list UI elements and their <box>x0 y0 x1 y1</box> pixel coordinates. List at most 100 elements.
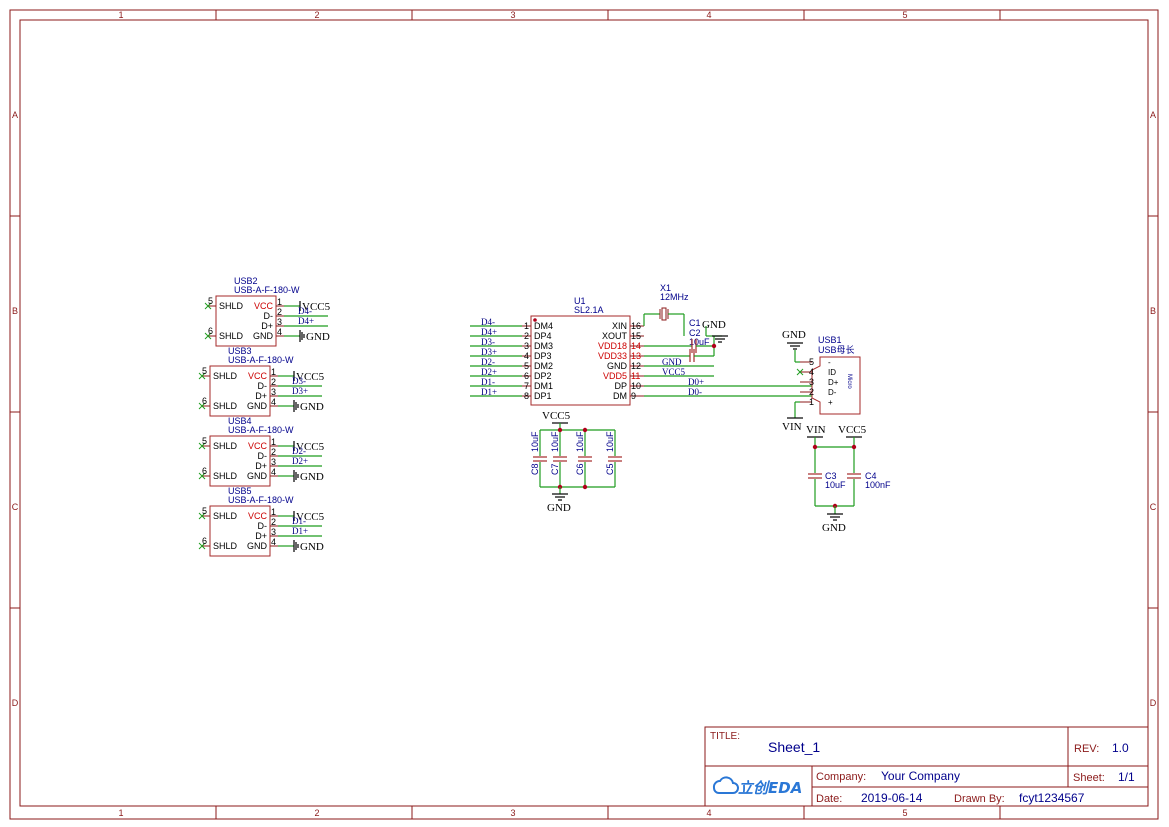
pin-name: XOUT <box>602 331 628 341</box>
pin-name: VDD33 <box>598 351 627 361</box>
usb-ref: USB4 <box>228 416 252 426</box>
logo-text: 立创EDA <box>738 779 802 797</box>
c4-ref: C4 <box>865 471 877 481</box>
sheet-title: Sheet_1 <box>768 739 820 755</box>
usb1-micro-label: Micro <box>846 374 852 389</box>
col-label-top-5: 5 <box>902 10 907 20</box>
pin-name: XIN <box>612 321 627 331</box>
c1-ref: C1 <box>689 318 701 328</box>
pin-name: DM3 <box>534 341 553 351</box>
usb-pin-num: 4 <box>271 397 276 407</box>
usb-pin-num: 3 <box>277 317 282 327</box>
usb-pin-name: D- <box>264 311 274 321</box>
crystal-x1[interactable]: X1 12MHz <box>643 283 689 336</box>
cap-value: 10uF <box>550 431 560 452</box>
pin-num: 3 <box>809 377 814 387</box>
input-caps-c3-c4[interactable]: C3 10uF C4 100nF <box>825 471 891 490</box>
usb-pin-num: 6 <box>208 326 213 336</box>
col-label-bottom-2: 2 <box>314 808 319 818</box>
vcc5-label-c4: VCC5 <box>838 424 867 436</box>
usb-pin-num: 2 <box>277 307 282 317</box>
col-label-top-1: 1 <box>118 10 123 20</box>
c3-value: 10uF <box>825 480 846 490</box>
usb-part: USB-A-F-180-W <box>228 495 294 505</box>
usb-dp-net: D3+ <box>292 386 308 396</box>
gnd-label: GND <box>306 331 330 343</box>
u1-hub-chip[interactable]: U1 SL2.1A <box>530 296 631 406</box>
gnd-label-capbank: GND <box>547 502 571 514</box>
vin-label-c3: VIN <box>806 424 826 436</box>
usb-pin-name: SHLD <box>213 541 238 551</box>
u1-part: SL2.1A <box>574 305 604 315</box>
usb-body <box>209 505 271 557</box>
usb1-pin-5[interactable]: 5- <box>800 357 831 367</box>
row-label-left-b: B <box>12 306 18 316</box>
usb-dp-net: D1+ <box>292 526 308 536</box>
usb-pin-num: 2 <box>271 377 276 387</box>
vcc5-label: VCC5 <box>296 511 325 523</box>
gnd-label: GND <box>300 541 324 553</box>
pin-num: 9 <box>631 391 636 401</box>
pin-num: 4 <box>809 367 814 377</box>
x1-value: 12MHz <box>660 292 689 302</box>
usb-pin-name: SHLD <box>219 301 244 311</box>
row-label-left-c: C <box>12 502 19 512</box>
vcc5-label: VCC5 <box>296 371 325 383</box>
row-label-right-a: A <box>1150 110 1156 120</box>
row-label-left-d: D <box>12 698 19 708</box>
usb-dp-net: D2+ <box>292 456 308 466</box>
gnd-label-usb1: GND <box>782 329 806 341</box>
pin-name: VDD5 <box>603 371 627 381</box>
pin-num: 15 <box>631 331 641 341</box>
caps-c1-c2[interactable]: C1 C2 10uF GND <box>644 318 728 362</box>
usb1-pin-1[interactable]: 1+ <box>800 397 833 407</box>
usb-pin-num: 5 <box>202 366 207 376</box>
pin-num: 1 <box>524 321 529 331</box>
net-label: D2- <box>481 357 495 367</box>
usb1-pin-4[interactable]: 4 ID <box>800 367 836 377</box>
usb-dm-net: D4- <box>298 306 312 316</box>
gnd-label-crystal: GND <box>702 319 726 331</box>
usb-pin-name: SHLD <box>213 441 238 451</box>
title-label: TITLE: <box>710 731 740 742</box>
usb-pin-name: GND <box>247 471 268 481</box>
pin-name: - <box>828 358 831 367</box>
drawn-by-label: Drawn By: <box>954 793 1005 805</box>
usb-ref: USB5 <box>228 486 252 496</box>
col-label-top-2: 2 <box>314 10 319 20</box>
usb1-micro-connector[interactable]: USB1 USB母长 Micro <box>811 335 861 415</box>
usb-pin-name: VCC <box>248 371 268 381</box>
pin-name: ID <box>828 368 836 377</box>
usb-pin-name: SHLD <box>219 331 244 341</box>
